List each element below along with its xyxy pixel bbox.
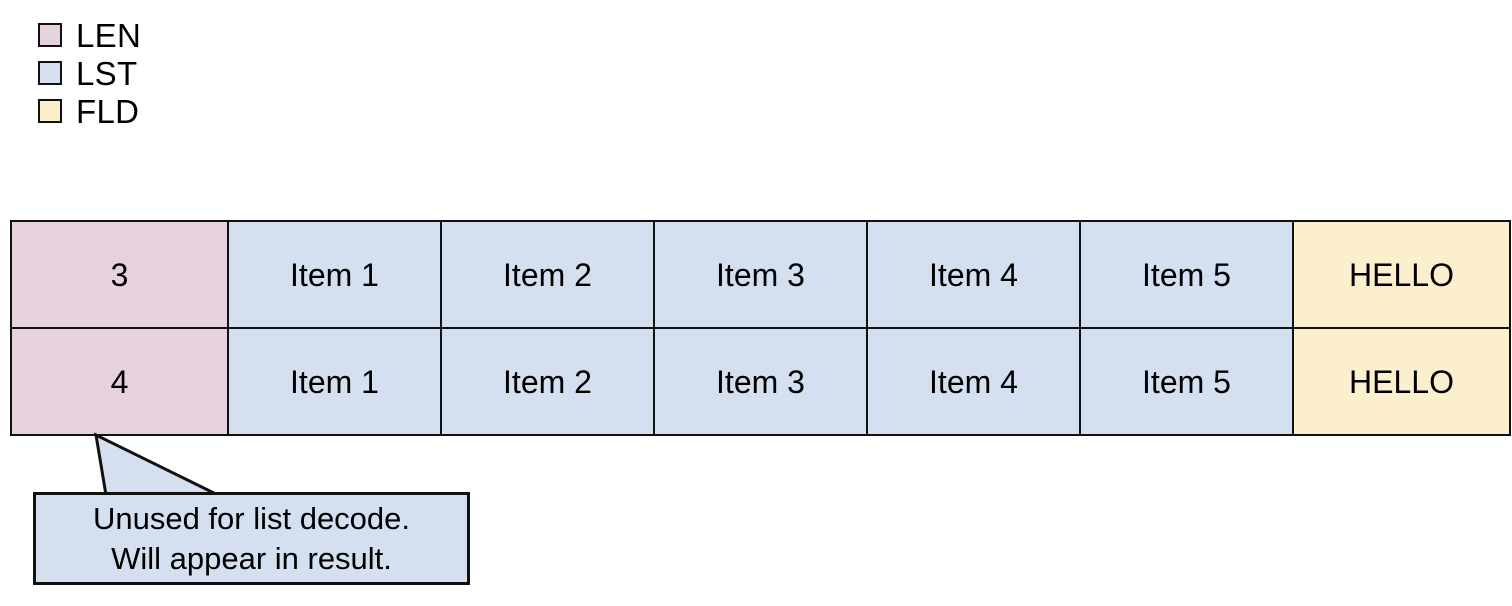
row-2-len-cell: 4 <box>10 327 229 436</box>
row-1-list-cell-5: Item 5 <box>1079 220 1294 329</box>
legend: LEN LST FLD <box>38 16 338 130</box>
row-1-list-cell-1: Item 1 <box>227 220 442 329</box>
row-2-list-cell-5: Item 5 <box>1079 327 1294 436</box>
legend-item-fld: FLD <box>38 92 338 130</box>
legend-label-len: LEN <box>76 16 142 54</box>
legend-item-len: LEN <box>38 16 338 54</box>
callout-line-2: Will appear in result. <box>111 540 392 576</box>
callout-line-1: Unused for list decode. <box>92 500 411 536</box>
legend-item-lst: LST <box>38 54 338 92</box>
row-1-list-cell-2: Item 2 <box>440 220 655 329</box>
legend-label-fld: FLD <box>76 92 140 130</box>
row-1-len-cell: 3 <box>10 220 229 329</box>
row-2-list-cell-3: Item 3 <box>653 327 868 436</box>
row-2-list-cell-1: Item 1 <box>227 327 442 436</box>
row-1-field-cell: HELLO <box>1292 220 1511 329</box>
table-row: 3 Item 1 Item 2 Item 3 Item 4 Item 5 HEL… <box>10 220 1511 329</box>
row-1-list-cell-4: Item 4 <box>866 220 1081 329</box>
legend-swatch-fld <box>38 99 62 123</box>
row-1-list-cell-3: Item 3 <box>653 220 868 329</box>
row-2-field-cell: HELLO <box>1292 327 1511 436</box>
legend-label-lst: LST <box>76 54 138 92</box>
legend-swatch-len <box>38 23 62 47</box>
callout-annotation: Unused for list decode. Will appear in r… <box>0 425 500 600</box>
callout-box: Unused for list decode. Will appear in r… <box>33 492 470 585</box>
legend-swatch-lst <box>38 61 62 85</box>
structure-table: 3 Item 1 Item 2 Item 3 Item 4 Item 5 HEL… <box>10 220 1511 436</box>
row-2-list-cell-4: Item 4 <box>866 327 1081 436</box>
table-row: 4 Item 1 Item 2 Item 3 Item 4 Item 5 HEL… <box>10 327 1511 436</box>
row-2-list-cell-2: Item 2 <box>440 327 655 436</box>
